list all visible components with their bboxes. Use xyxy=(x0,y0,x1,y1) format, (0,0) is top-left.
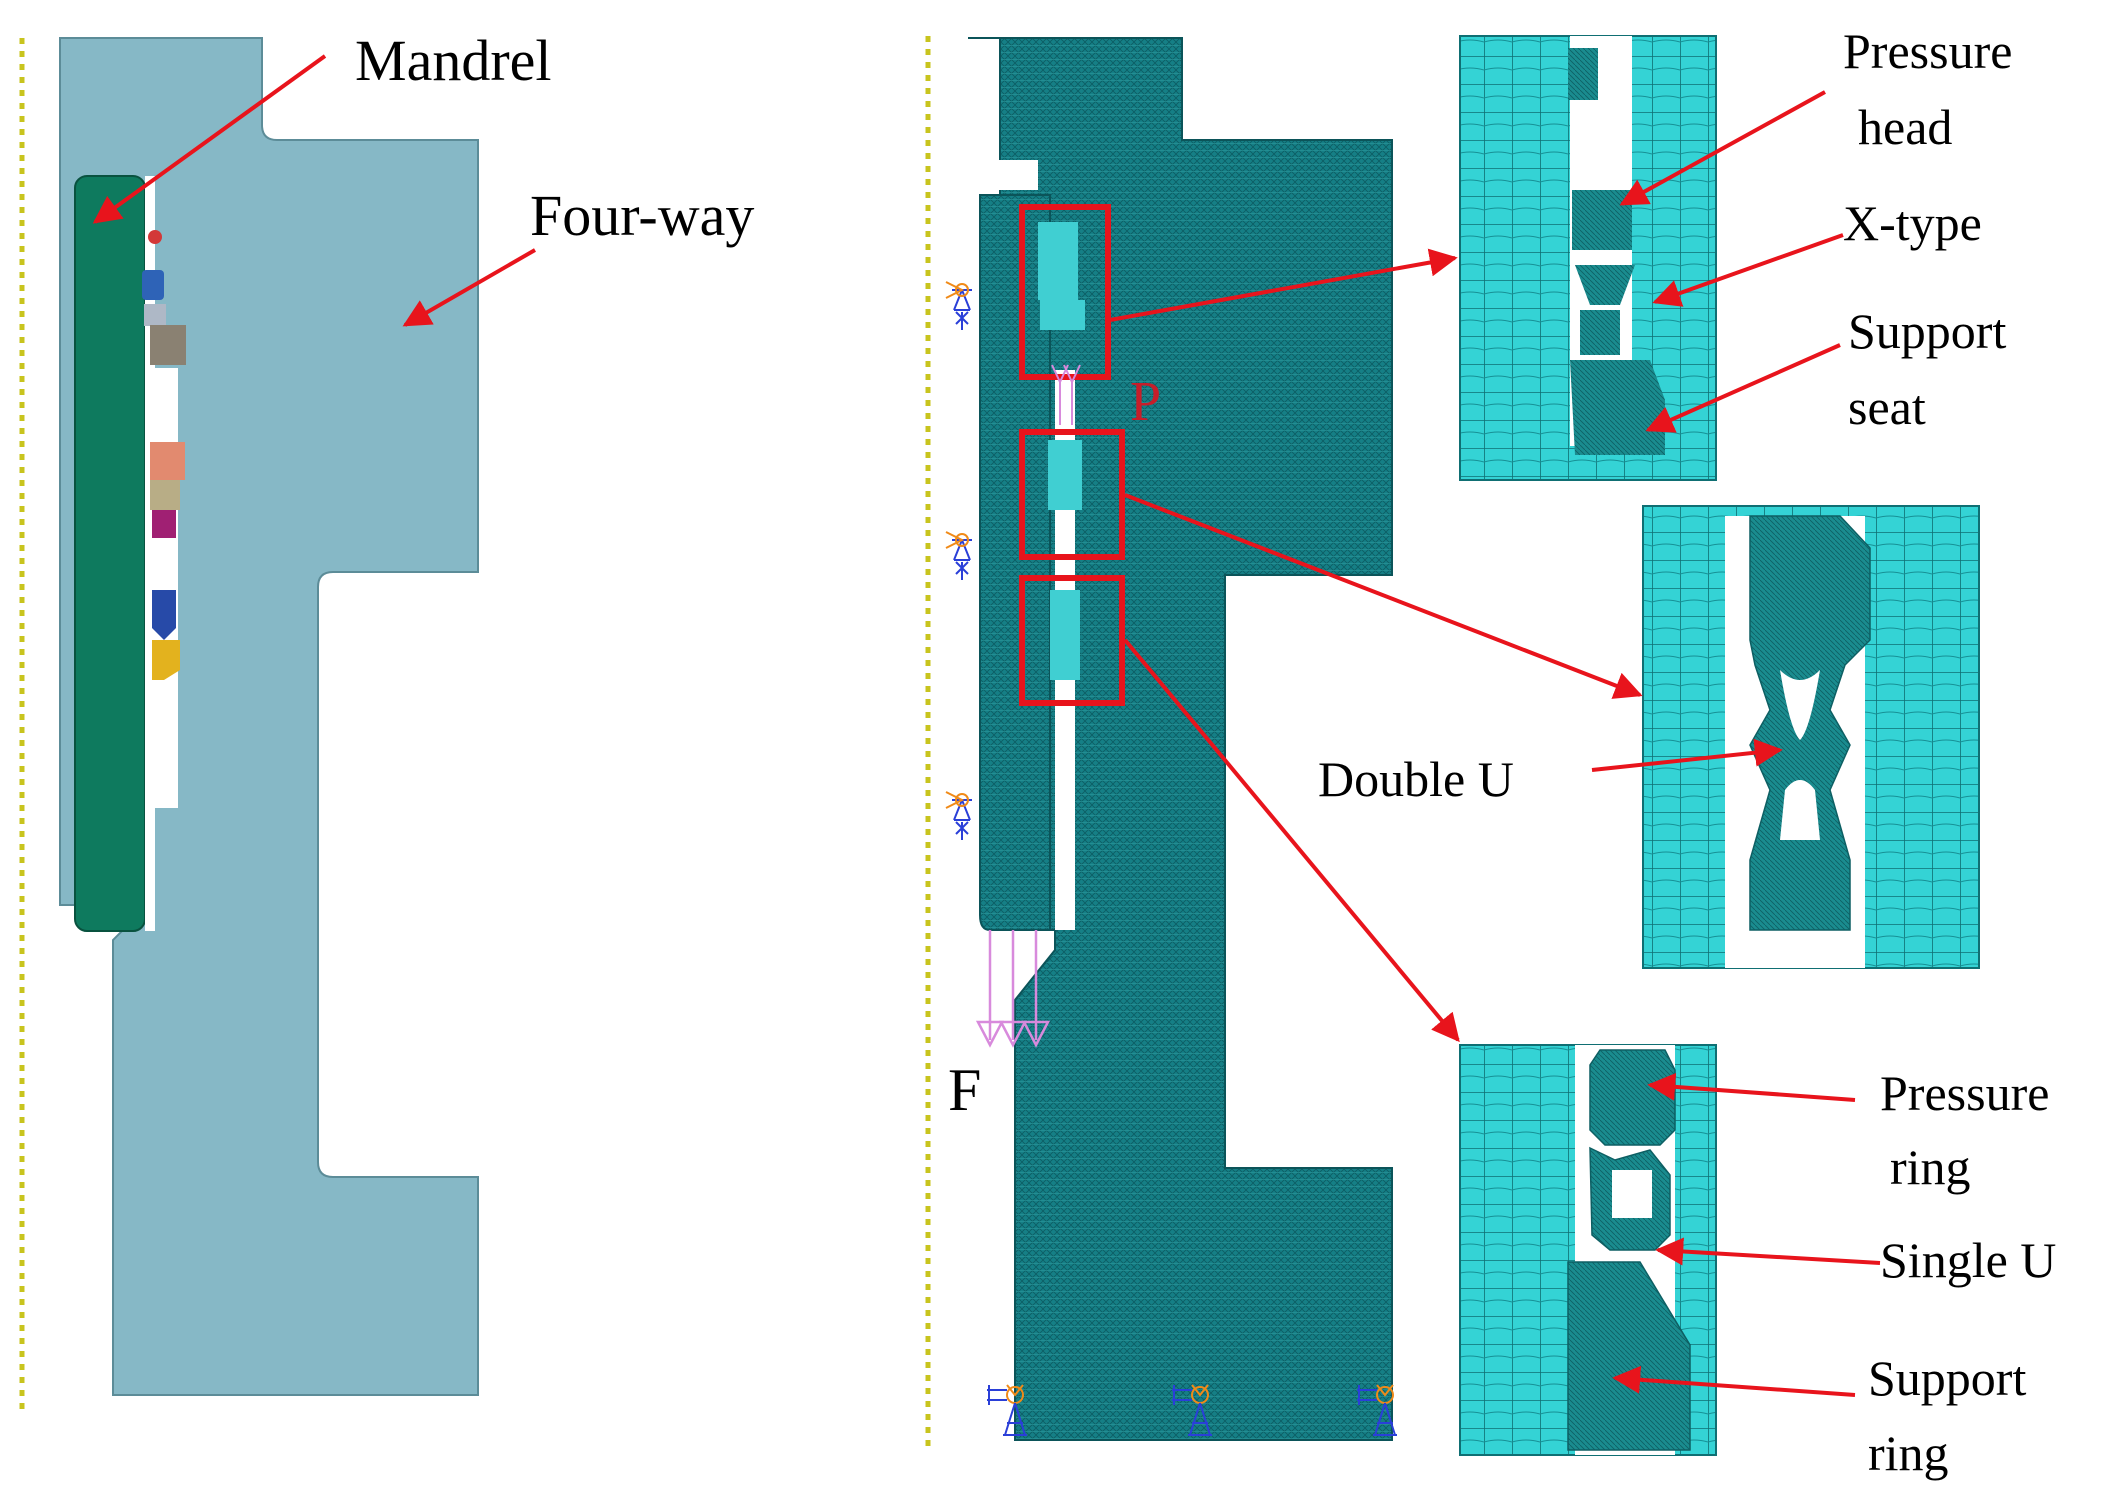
pressure-label: P xyxy=(1130,371,1161,433)
upper-recess xyxy=(968,160,1038,190)
four-way-label: Four-way xyxy=(530,183,754,248)
support-seat-label-1: Support xyxy=(1848,303,2006,359)
support-ring-label-2: ring xyxy=(1868,1425,1949,1481)
zoom-box-lower[interactable] xyxy=(1019,575,1125,706)
constraint-symbols-axis xyxy=(945,281,972,840)
double-u-label: Double U xyxy=(1318,751,1514,807)
support-ring-label-1: Support xyxy=(1868,1350,2026,1406)
mandrel xyxy=(74,175,146,932)
pressure-head-label-2: head xyxy=(1858,99,1952,155)
mandrel-arrow xyxy=(92,54,327,224)
support-seat-label-2: seat xyxy=(1848,379,1926,435)
force-label: F xyxy=(948,1057,981,1123)
mandrel-mesh xyxy=(979,194,1051,931)
callout-middle xyxy=(1124,493,1643,699)
pressure-ring-label-1: Pressure xyxy=(1880,1065,2049,1121)
force-load-arrows xyxy=(975,930,1051,1048)
zoom-box-middle[interactable] xyxy=(1019,429,1125,560)
pressure-head-label-1: Pressure xyxy=(1843,23,2012,79)
pressure-load-arrows xyxy=(1051,364,1081,425)
pressure-ring-arrow xyxy=(1647,1072,1856,1102)
callout-upper xyxy=(1109,248,1458,322)
detail-upper xyxy=(1459,35,1717,481)
four-way-arrow xyxy=(402,248,536,327)
seal-components-left xyxy=(142,230,186,680)
double-u-arrow xyxy=(1591,738,1783,772)
single-u-label: Single U xyxy=(1880,1232,2056,1288)
x-type-label: X-type xyxy=(1843,195,1982,251)
left-panel: Mandrel Four-way xyxy=(19,28,754,1410)
x-type-arrow xyxy=(1652,233,1844,307)
mandrel-label: Mandrel xyxy=(355,28,552,93)
right-panel: P F xyxy=(925,23,2056,1481)
detail-middle xyxy=(1642,505,1980,969)
zoom-box-upper[interactable] xyxy=(1019,204,1111,380)
callout-lower xyxy=(1123,638,1460,1043)
seal-cavity xyxy=(150,368,178,808)
constraint-symbols-bottom xyxy=(987,1384,1397,1436)
single-u-arrow xyxy=(1655,1237,1881,1266)
support-ring-arrow xyxy=(1612,1365,1856,1397)
pressure-head-arrow xyxy=(1619,90,1826,206)
seal-mesh-components xyxy=(1038,222,1085,680)
pressure-ring-label-2: ring xyxy=(1890,1139,1971,1195)
support-seat-arrow xyxy=(1645,343,1841,433)
